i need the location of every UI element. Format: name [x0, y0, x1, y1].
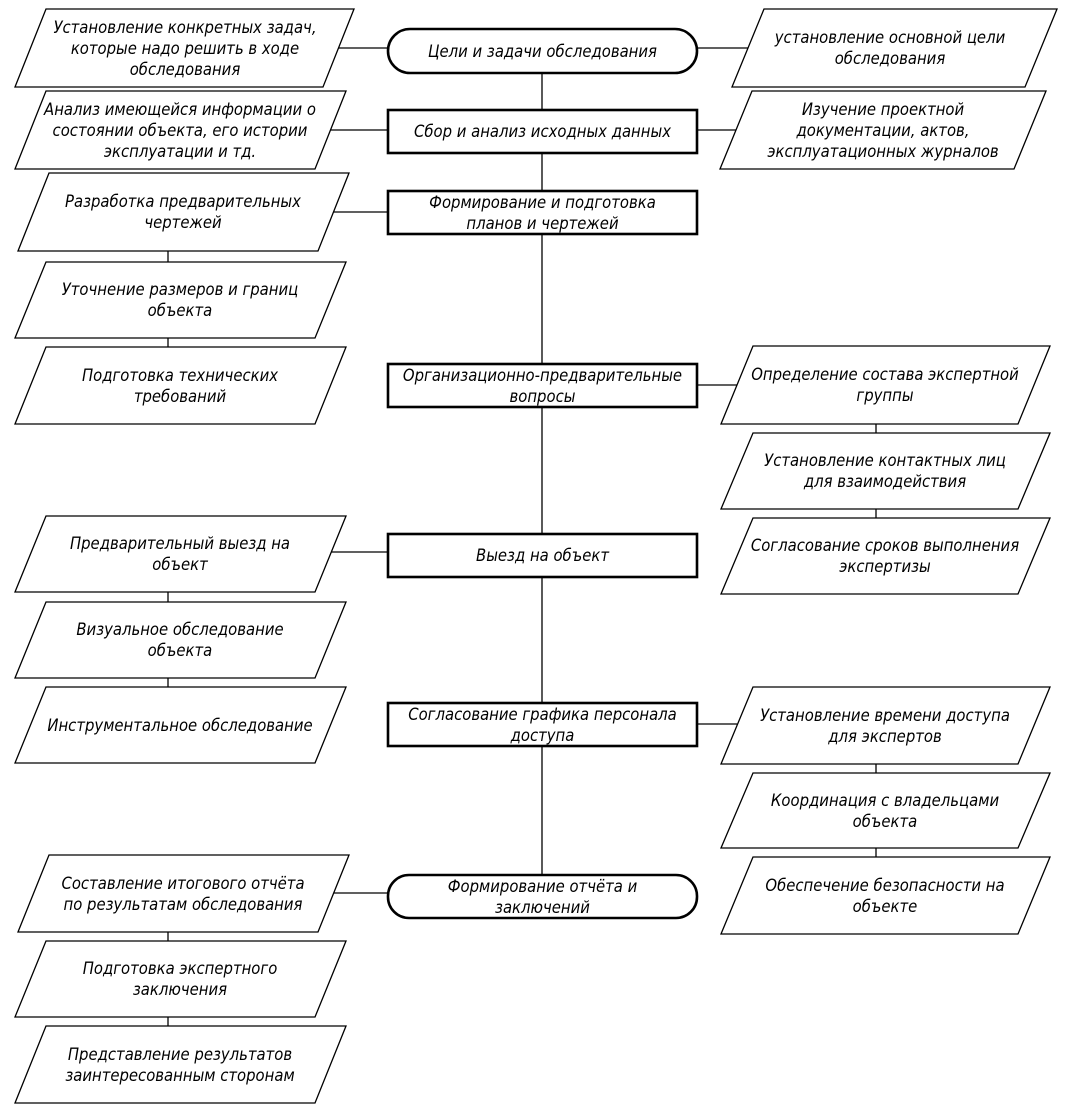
label-r3: Определение состава экспертной группы — [751, 365, 1019, 405]
label-l2: Анализ имеющейся информации о состоянии … — [44, 99, 316, 161]
data-block-r6 — [720, 686, 1051, 765]
process-data-collection — [386, 108, 699, 155]
data-block-l1 — [14, 8, 355, 88]
label-l8: Инструментальное обследование — [47, 715, 313, 735]
data-block-l10 — [14, 940, 347, 1018]
label-site-visit: Выезд на объект — [476, 546, 609, 565]
terminal-report — [386, 873, 699, 920]
data-block-r4 — [720, 432, 1051, 510]
label-r2: Изучение проектной документации, актов, … — [767, 99, 999, 161]
label-l5: Подготовка технических требований — [81, 365, 279, 406]
process-site-visit — [386, 532, 699, 579]
data-block-r7 — [720, 772, 1051, 849]
label-report: Формирование отчёта и заключений — [447, 876, 638, 917]
label-r6: Установление времени доступа для эксперт… — [760, 705, 1010, 746]
data-block-l8 — [14, 686, 347, 764]
right-blocks — [719, 8, 1058, 935]
data-block-r8 — [720, 856, 1051, 935]
left-blocks — [14, 8, 355, 1104]
label-drawings: Формирование и подготовка планов и черте… — [429, 192, 656, 233]
label-l1: Установление конкретных задач, которые н… — [53, 17, 317, 79]
data-block-l9 — [17, 854, 350, 933]
label-goals: Цели и задачи обследования — [428, 41, 657, 61]
data-block-l4 — [14, 261, 347, 339]
label-l7: Визуальное обследование объекта — [76, 620, 284, 660]
label-r1: установление основной цели обследования — [774, 28, 1006, 68]
label-data-collection: Сбор и анализ исходных данных — [413, 122, 672, 141]
label-l6: Предварительный выезд на объект — [69, 534, 291, 574]
label-r7: Координация с владельцами объекта — [770, 790, 1000, 831]
data-block-r2 — [719, 90, 1047, 170]
label-l4: Уточнение размеров и границ объекта — [61, 280, 299, 320]
terminal-goals — [386, 27, 699, 75]
label-l9: Составление итогового отчёта по результа… — [61, 873, 305, 914]
data-block-l3 — [17, 172, 350, 252]
process-access-schedule — [386, 701, 699, 748]
data-block-r1 — [731, 8, 1058, 88]
label-r8: Обеспечение безопасности на объекте — [765, 875, 1005, 916]
data-block-l7 — [14, 601, 347, 679]
data-block-l2 — [14, 90, 347, 170]
label-access-schedule: Согласование графика персонала доступа — [408, 704, 677, 745]
label-r4: Установление контактных лиц для взаимоде… — [764, 451, 1006, 491]
data-block-l5 — [14, 346, 347, 425]
data-block-r3 — [720, 345, 1051, 425]
label-l3: Разработка предварительных чертежей — [65, 192, 301, 232]
data-block-l6 — [14, 515, 347, 593]
center-blocks — [386, 27, 699, 920]
process-drawings — [386, 189, 699, 236]
process-organizational — [386, 362, 699, 409]
label-l10: Подготовка экспертного заключения — [82, 959, 278, 999]
label-l11: Представление результатов заинтересованн… — [65, 1044, 295, 1085]
label-r5: Согласование сроков выполнения экспертиз… — [750, 536, 1020, 576]
data-block-l11 — [14, 1025, 347, 1104]
data-block-r5 — [720, 517, 1051, 595]
label-organizational: Организационно-предварительные вопросы — [402, 365, 683, 406]
